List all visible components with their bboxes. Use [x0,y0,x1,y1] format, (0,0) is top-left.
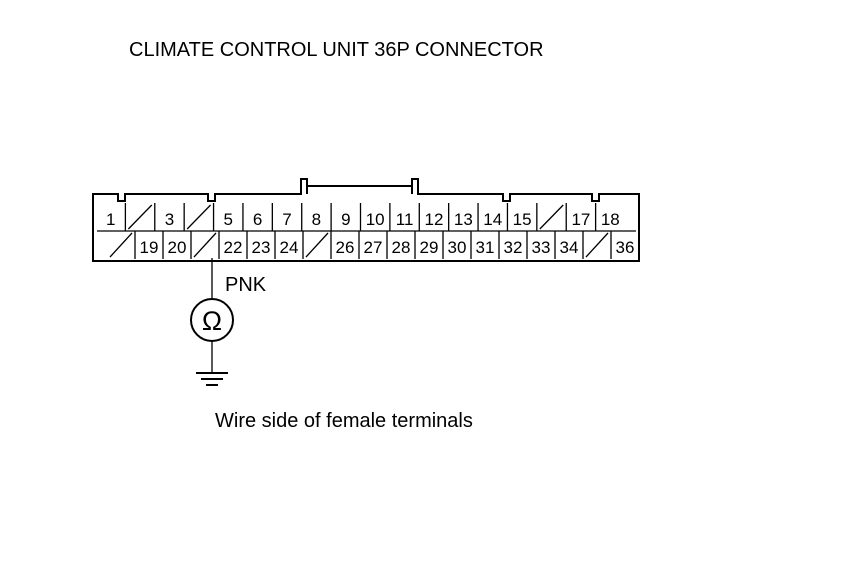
terminal-6: 6 [253,210,262,229]
terminal-27: 27 [364,238,383,257]
terminal-31: 31 [476,238,495,257]
terminal-7: 7 [282,210,291,229]
caption: Wire side of female terminals [215,410,473,432]
ohmmeter-icon: Ω [190,298,234,342]
terminal-14: 14 [483,210,502,229]
terminal-1: 1 [106,210,115,229]
terminal-13: 13 [454,210,473,229]
terminal-26: 26 [336,238,355,257]
terminal-19: 19 [140,238,159,257]
empty-terminal-slash [305,232,329,258]
empty-terminal-slash [186,204,212,230]
terminal-18: 18 [601,210,620,229]
connector-bottom-row: 19 20 22 23 24 26 27 28 29 30 31 32 33 34 36 [109,231,635,259]
terminal-24: 24 [280,238,299,257]
terminal-15: 15 [513,210,532,229]
terminal-36: 36 [616,238,635,257]
terminal-3: 3 [165,210,174,229]
terminal-29: 29 [420,238,439,257]
terminal-9: 9 [341,210,350,229]
empty-terminal-slash [109,232,133,258]
ground-icon [196,372,228,386]
terminal-10: 10 [366,210,385,229]
wire-color-label: PNK [225,274,267,296]
empty-terminal-slash [127,204,153,230]
terminal-33: 33 [532,238,551,257]
terminal-12: 12 [425,210,444,229]
terminal-32: 32 [504,238,523,257]
diagram-title: CLIMATE CONTROL UNIT 36P CONNECTOR [129,39,544,61]
empty-terminal-slash [539,204,564,230]
terminal-34: 34 [560,238,579,257]
terminal-5: 5 [224,210,233,229]
terminal-11: 11 [396,210,414,229]
terminal-28: 28 [392,238,411,257]
terminal-8: 8 [312,210,321,229]
terminal-30: 30 [448,238,467,257]
empty-terminal-slash [585,232,609,258]
terminal-22: 22 [224,238,243,257]
terminal-23: 23 [252,238,271,257]
ohm-symbol: Ω [202,306,222,336]
empty-terminal-slash [193,232,217,258]
terminal-20: 20 [168,238,187,257]
terminal-17: 17 [571,210,590,229]
